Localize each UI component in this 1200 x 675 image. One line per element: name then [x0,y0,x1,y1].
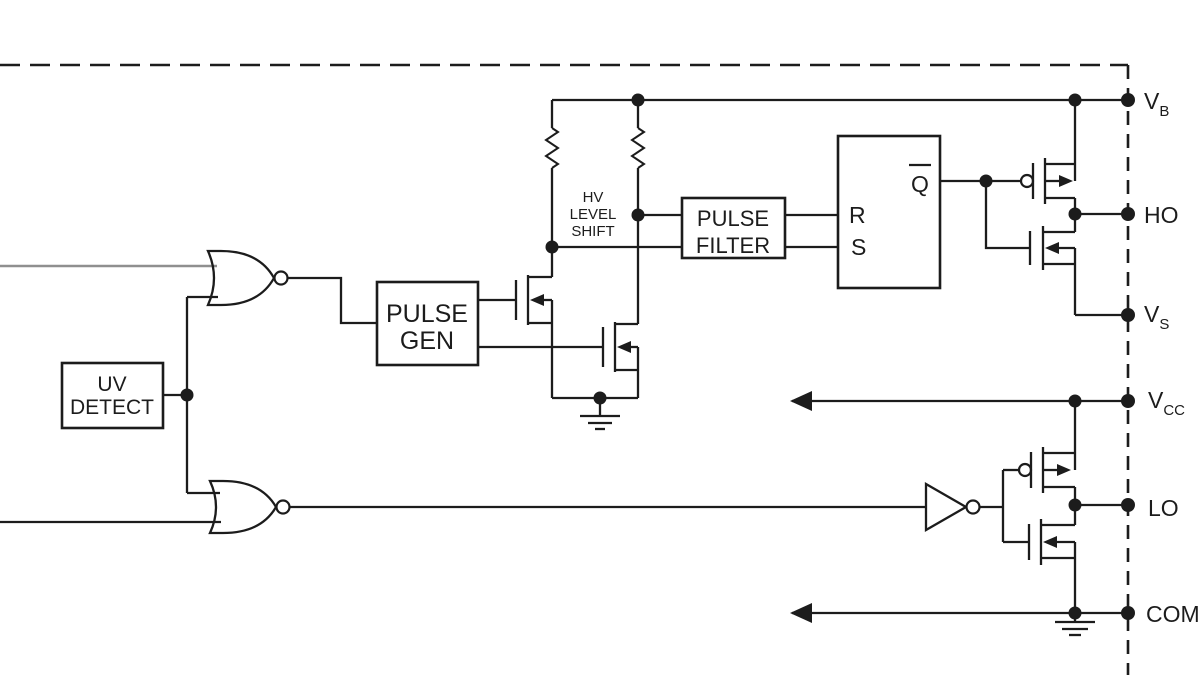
invert-bubble-icon [275,499,291,515]
hv-label-3: SHIFT [571,223,614,240]
mosfet-arrow-icon [1059,175,1073,187]
sr-latch-box [836,134,942,290]
vs-pin-dot [1121,308,1135,322]
vcc-pin-label: VCC [1148,387,1185,419]
pulse-filter-box [680,196,787,260]
vcc-pin-dot [1121,394,1135,408]
lo-driver-stage [1017,401,1128,613]
lo-inverter [924,468,1028,544]
ho-pmos [1019,100,1077,214]
uv-detect-label-1: UV [97,373,126,396]
vcc-rail [790,391,1128,411]
level-shift-nmos-right [601,322,640,398]
level-shift-ground [552,391,638,431]
vb-pin-dot [1121,93,1135,107]
lo-pin-label: LO [1148,495,1179,521]
com-rail [790,603,1128,637]
pulse-gen-box [375,280,480,367]
chip-boundary [0,63,1130,675]
ho-pin-dot [1121,207,1135,221]
pulse-filter-label-1: PULSE [697,206,769,231]
pulse-filter-label-2: FILTER [696,233,770,258]
hv-label-1: HV [583,189,604,206]
latch-s-label: S [851,234,866,260]
vs-pin-label: VS [1144,301,1169,333]
left-arrow-icon [790,391,812,411]
mosfet-arrow-icon [617,341,631,353]
hv-label-2: LEVEL [570,206,617,223]
level-shift-left-leg [514,100,682,398]
hv-level-shift-label: HV LEVEL SHIFT [570,189,617,240]
invert-bubble-icon [1019,173,1035,189]
invert-bubble-icon [1017,462,1033,478]
uv-detect-label-2: DETECT [70,396,154,419]
left-arrow-icon [790,603,812,623]
nmos-gate-wire [984,181,1030,250]
resistor-icon [544,127,560,169]
com-pin-label: COM [1146,601,1200,627]
pulse-gen-label-2: GEN [400,327,454,355]
lo-nmos [1027,505,1077,613]
junction-dot [1068,498,1082,512]
pulse-filter-block: PULSE FILTER [680,196,838,260]
pin-dots [1121,93,1135,620]
com-pin-dot [1121,606,1135,620]
nor-gate-body [208,479,278,535]
inverter-triangle [924,482,969,532]
mosfet-arrow-icon [1043,536,1057,548]
latch-r-label: R [849,202,866,228]
nor-output-wire [287,276,377,325]
invert-bubble-icon [965,499,981,515]
ho-nmos [1028,214,1077,315]
junction-dot [1068,93,1082,107]
pin-labels: VB HO VS VCC LO COM [1144,88,1200,627]
resistor-icon [630,127,646,169]
uv-detect-block: UV DETECT [60,297,194,493]
lower-nor-gate [187,479,926,535]
upper-nor-gate [187,249,377,325]
pulse-gen-block: PULSE GEN [375,280,603,367]
mosfet-arrow-icon [530,294,544,306]
lo-pin-dot [1121,498,1135,512]
junction-dot [180,388,194,402]
invert-bubble-icon [273,270,289,286]
junction-dot [631,93,645,107]
pulse-gen-label-1: PULSE [386,300,468,328]
mosfet-arrow-icon [1057,464,1071,476]
ho-pin-label: HO [1144,202,1179,228]
nor-gate-body [206,249,276,307]
lo-pmos [1017,401,1077,505]
ho-driver-stage [1019,93,1128,317]
uv-detect-box [60,361,165,430]
latch-qbar-label: Q [911,171,929,197]
level-shift-right-leg [601,93,682,398]
level-shift-nmos-left [514,275,554,398]
junction-dot [1068,207,1082,221]
mosfet-arrow-icon [1045,242,1059,254]
sr-latch-block: R S Q [836,134,1030,290]
vb-pin-label: VB [1144,88,1169,120]
